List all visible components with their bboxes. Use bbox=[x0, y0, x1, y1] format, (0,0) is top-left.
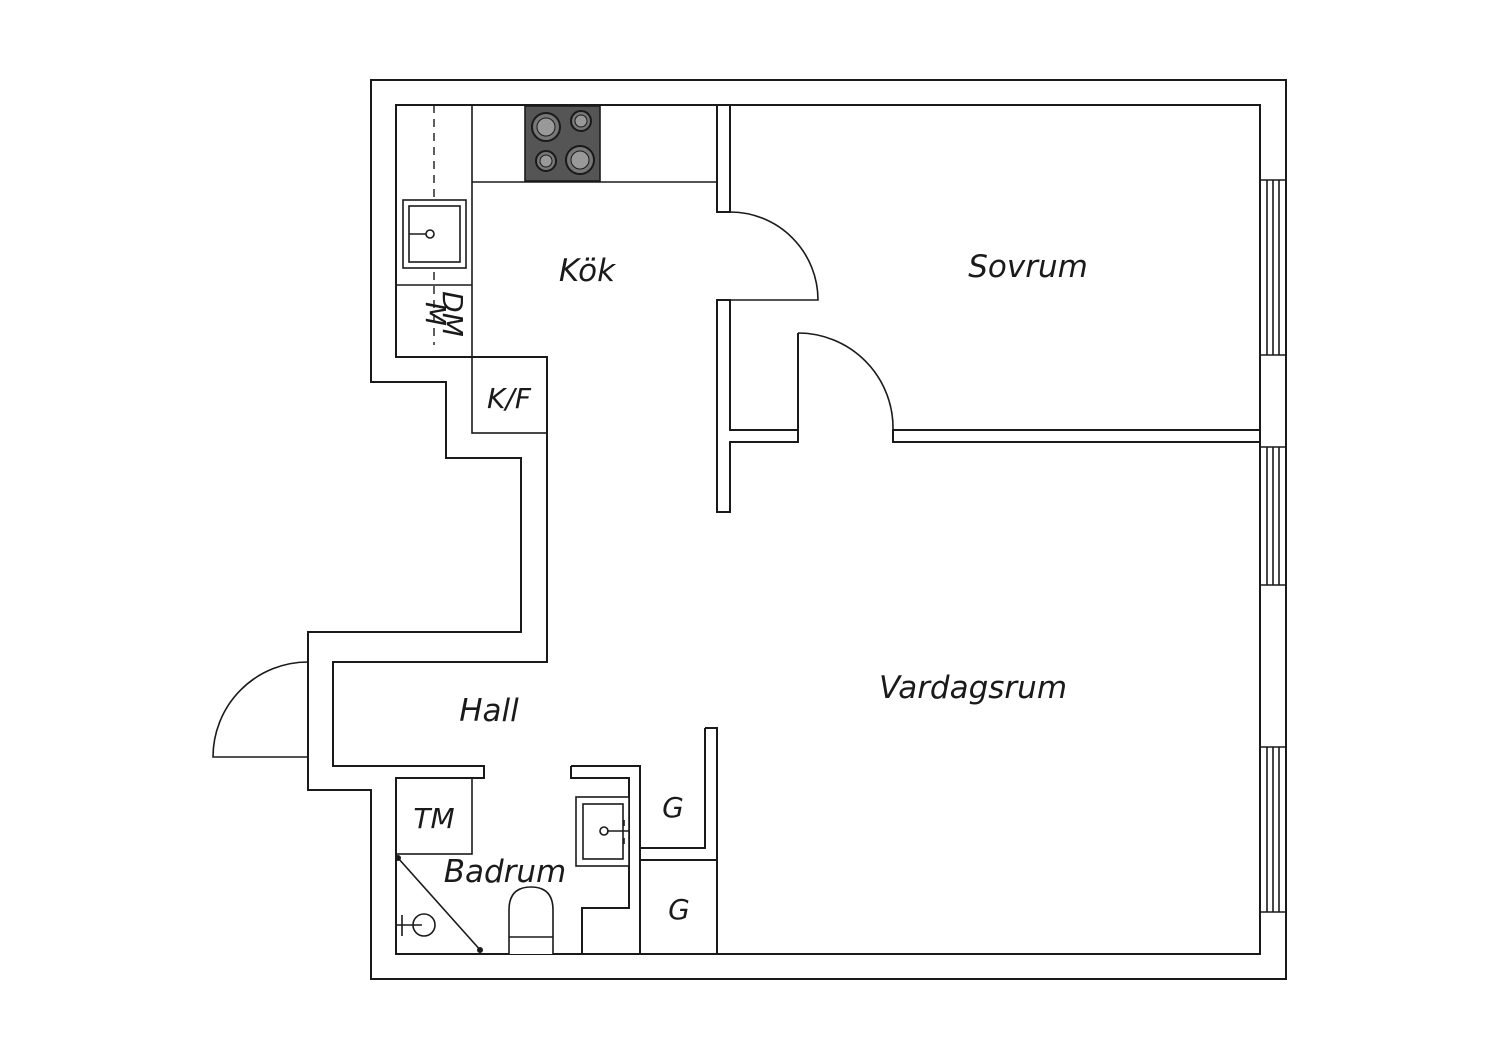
door-entrance bbox=[212, 661, 309, 758]
doors bbox=[212, 211, 894, 758]
interior-walls bbox=[570, 105, 1261, 954]
room-label-hall: Hall bbox=[459, 693, 519, 729]
stove-icon bbox=[524, 105, 601, 182]
bathroom-fixtures bbox=[395, 777, 630, 954]
dryer-box bbox=[395, 777, 473, 855]
fridge-box bbox=[471, 356, 548, 434]
kitchen-counter bbox=[396, 105, 717, 357]
bathroom-sink-icon bbox=[575, 796, 630, 867]
toilet-icon bbox=[508, 886, 554, 954]
label-dryer: TM bbox=[413, 802, 454, 835]
kitchen-sink-icon bbox=[402, 199, 467, 269]
window-vardagsrum-2 bbox=[1260, 746, 1286, 913]
shower-icon bbox=[395, 855, 483, 953]
room-label-kok: Kök bbox=[559, 253, 616, 289]
door-kok-sovrum bbox=[729, 211, 819, 301]
door-sovrum bbox=[797, 332, 894, 431]
label-dishwasher: DM bbox=[436, 291, 469, 337]
windows bbox=[1260, 179, 1286, 913]
window-sovrum bbox=[1260, 179, 1286, 356]
room-label-badrum: Badrum bbox=[444, 854, 567, 890]
room-label-sovrum: Sovrum bbox=[968, 249, 1088, 285]
kitchen-fixtures bbox=[396, 105, 717, 434]
label-fridge-freezer: K/F bbox=[487, 382, 532, 415]
label-microwave: M bbox=[419, 302, 452, 326]
room-label-vardagsrum: Vardagsrum bbox=[879, 670, 1067, 706]
window-vardagsrum-1 bbox=[1260, 446, 1286, 586]
label-wardrobe-2: G bbox=[668, 893, 690, 926]
label-wardrobe-1: G bbox=[662, 791, 684, 824]
